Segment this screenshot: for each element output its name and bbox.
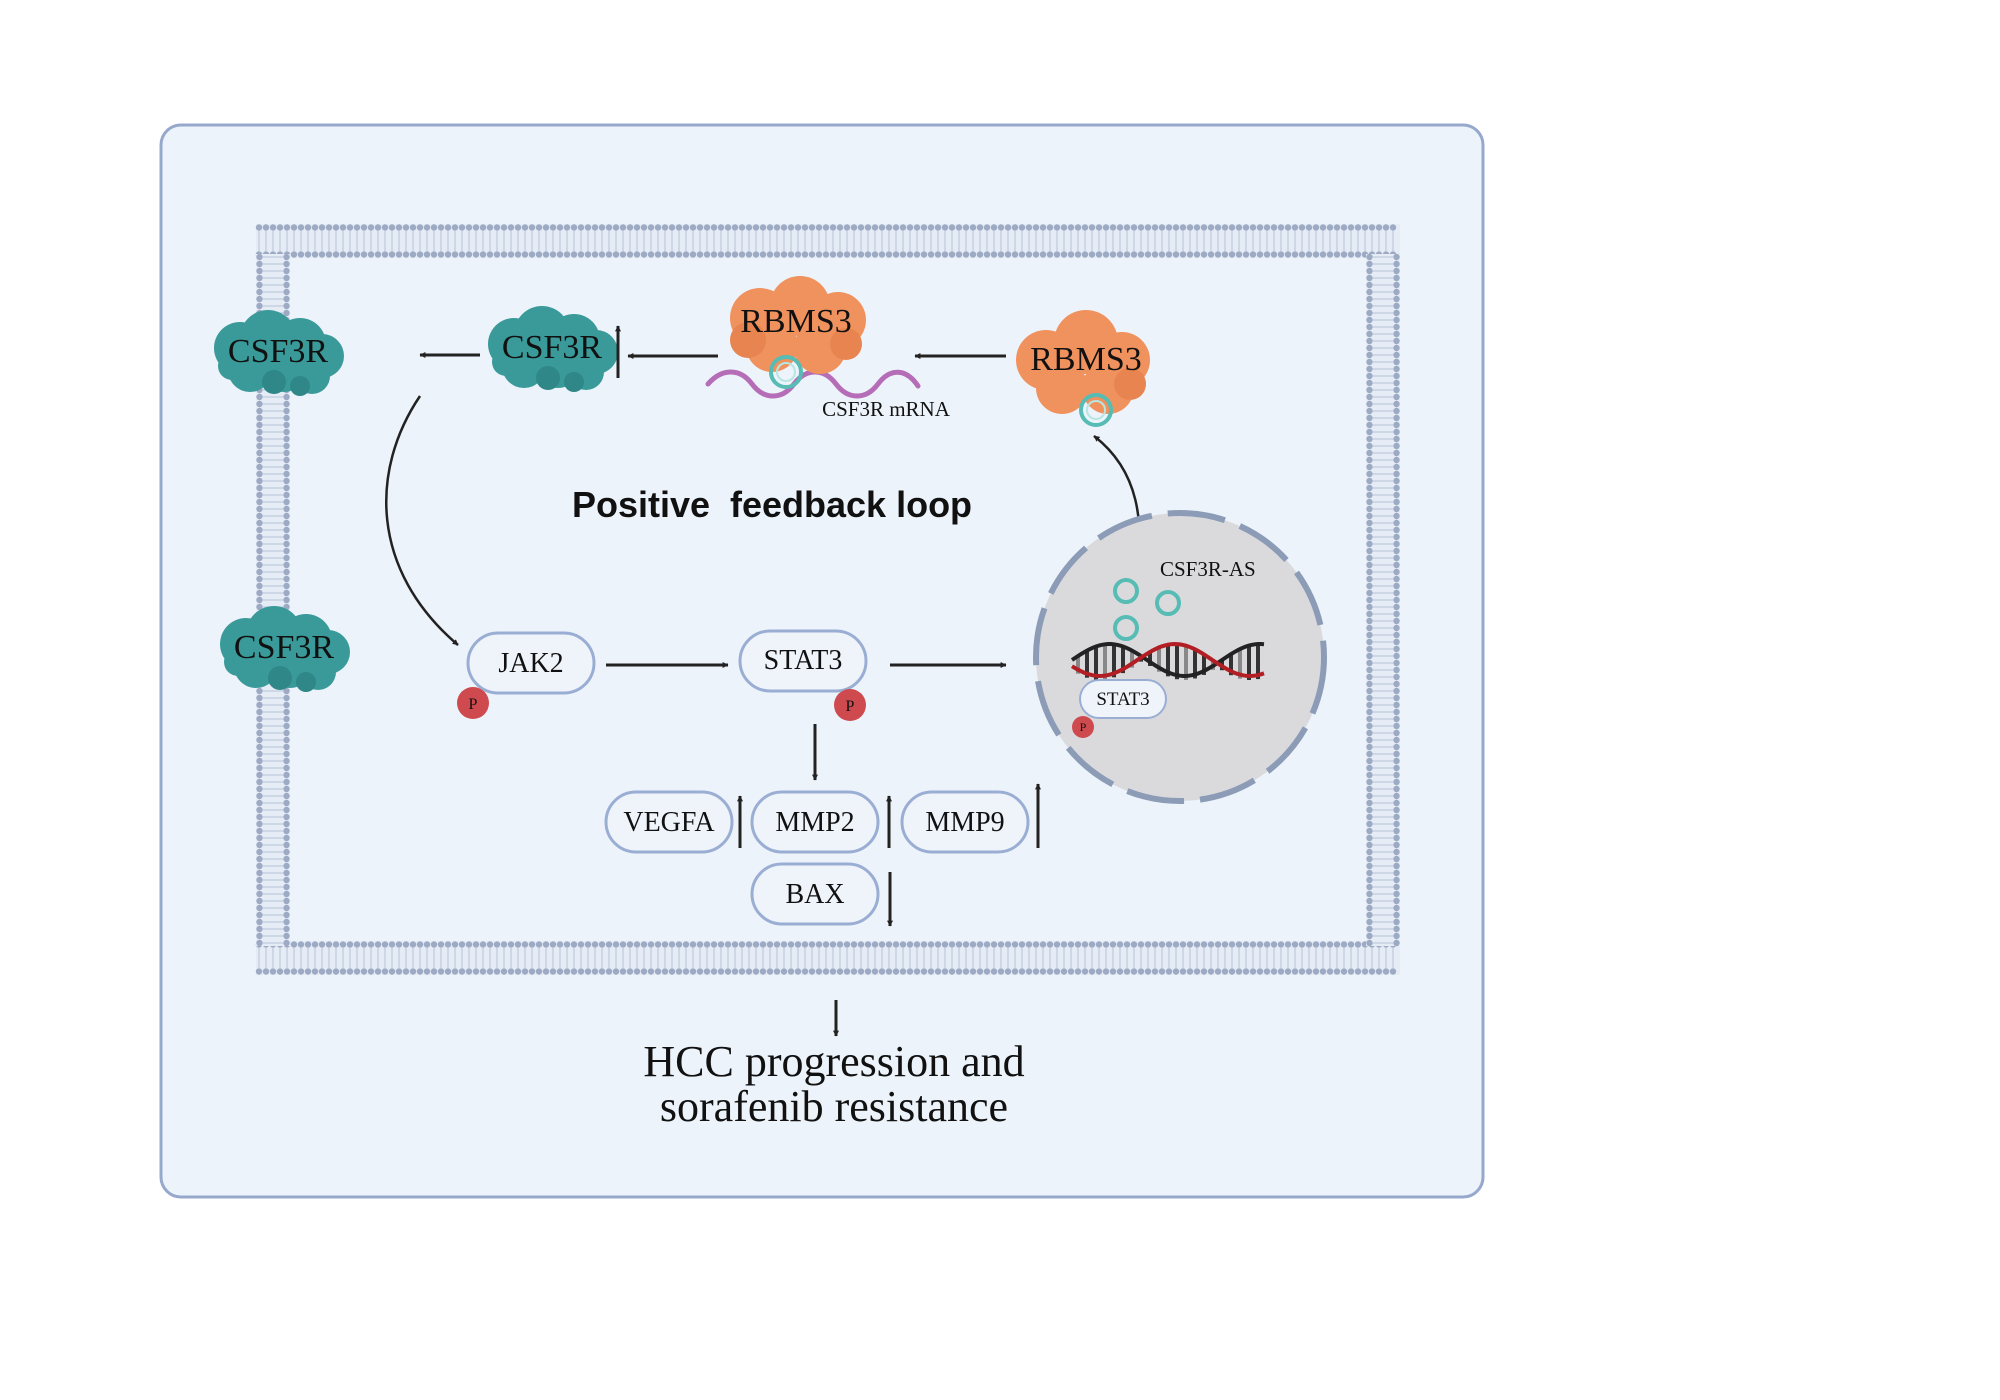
mmp9-node: [900, 790, 1030, 854]
bax-label: BAX: [785, 879, 844, 910]
receptor-group: CSF3R CSF3R CSF3R: [214, 306, 618, 692]
dna-strand-dark: [1070, 642, 1265, 678]
csf3r-as-rings: [1113, 578, 1181, 641]
csf3r-cytoplasmic: CSF3R: [488, 306, 618, 392]
jak2-label: JAK2: [498, 648, 563, 679]
rbms3-protein-bound: [730, 276, 866, 389]
cell-membrane: [255, 224, 1400, 975]
loop-title: Positive feedback loop: [572, 484, 972, 525]
membrane-bottom: [255, 941, 1400, 975]
phospho-nuclear-stat3: [1072, 716, 1094, 738]
outcome-line-1: HCC progression and: [643, 1037, 1024, 1086]
jak2-node: [466, 631, 596, 695]
phospho-jak2-label: P: [469, 696, 478, 713]
stat3-label: STAT3: [764, 645, 843, 676]
nucleus: [1033, 510, 1327, 804]
vegfa-node: [604, 790, 734, 854]
csf3r-cytoplasmic-label: CSF3R: [502, 329, 602, 366]
outcome-line-2: sorafenib resistance: [660, 1082, 1008, 1131]
membrane-right: [1366, 253, 1400, 947]
dna-strand-red: [1070, 641, 1265, 679]
phospho-jak2: [457, 687, 489, 719]
csf3r-membrane-middle-label: CSF3R: [234, 629, 334, 666]
membrane-top: [255, 224, 1400, 258]
csf3r-as-label: CSF3R-AS: [1160, 557, 1256, 581]
nuclear-stat3-node: [1079, 679, 1167, 719]
bax-node: [750, 862, 880, 926]
phospho-stat3: [834, 689, 866, 721]
mmp9-label: MMP9: [925, 807, 1004, 838]
rbms3-protein-free: [1016, 310, 1150, 427]
mmp2-node: [750, 790, 880, 854]
csf3r-mrna-label: CSF3R mRNA: [822, 397, 951, 421]
rbms3-bound-label: RBMS3: [740, 303, 852, 340]
rbms3-free-label: RBMS3: [1030, 341, 1142, 378]
csf3r-membrane-top: CSF3R: [214, 310, 344, 396]
mmp2-label: MMP2: [775, 807, 854, 838]
phospho-stat3-label: P: [846, 698, 855, 715]
vegfa-label: VEGFA: [623, 807, 715, 838]
dna-helix: [1070, 641, 1265, 680]
phospho-nuclear-stat3-label: P: [1080, 720, 1087, 734]
csf3r-membrane-middle: CSF3R: [220, 606, 350, 692]
arrow-csf3r-to-jak2: [385, 395, 459, 646]
csf3r-membrane-top-label: CSF3R: [228, 333, 328, 370]
stat3-node: [738, 629, 868, 693]
nuclear-stat3-label: STAT3: [1096, 689, 1149, 710]
